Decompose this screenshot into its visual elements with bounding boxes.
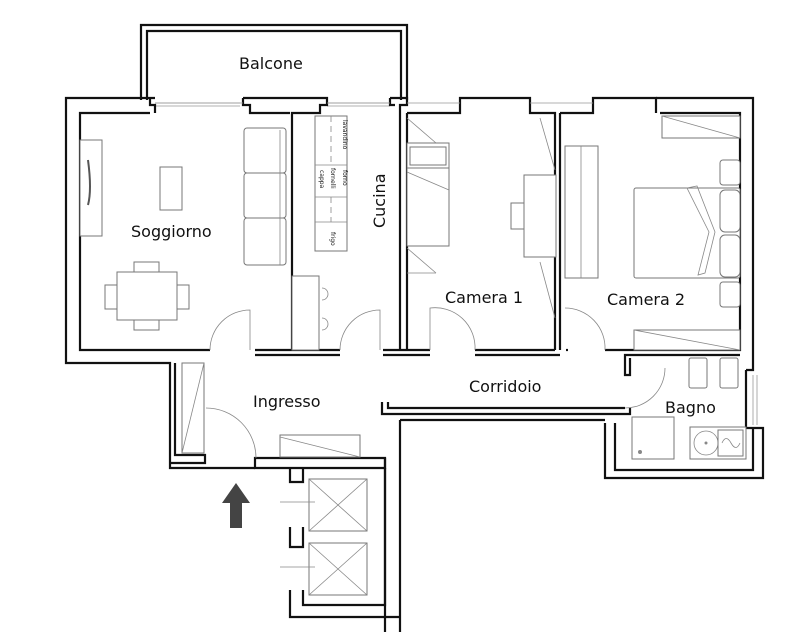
chair (176, 284, 190, 310)
room-label-ingresso: Ingresso (253, 392, 321, 411)
room-label-camera1: Camera 1 (445, 288, 523, 307)
camera1-furniture (406, 117, 557, 351)
tv-icon (87, 159, 91, 206)
soggiorno-furniture (79, 127, 287, 351)
room-label-cucina: Cucina (370, 174, 389, 229)
kitchen-furniture: lavandino cappa fornelli forno frigo (291, 115, 381, 351)
coffee-table (159, 166, 183, 211)
dining-table (116, 271, 178, 321)
chair (133, 261, 160, 273)
room-label-corridoio: Corridoio (469, 377, 541, 396)
tv-cabinet (79, 139, 103, 237)
counter (291, 275, 320, 351)
windows (155, 102, 758, 425)
label-fornelli: fornelli (329, 168, 336, 189)
wardrobe (564, 145, 599, 279)
bathroom-furniture (624, 357, 747, 460)
desk (523, 174, 557, 258)
sofa-seat (243, 217, 287, 266)
label-forno: forno (341, 170, 348, 186)
ingresso-furniture (181, 362, 361, 459)
elevators (280, 468, 400, 619)
label-cappa: cappa (318, 170, 325, 189)
room-label-balcone: Balcone (239, 54, 303, 73)
bidet (688, 357, 708, 389)
room-label-soggiorno: Soggiorno (131, 222, 212, 241)
chair (133, 319, 160, 331)
chair (510, 202, 525, 230)
chair (104, 284, 118, 310)
label-frigo: frigo (329, 232, 336, 246)
label-lavandino: lavandino (341, 120, 348, 150)
camera2-furniture (564, 115, 741, 351)
washing-machine (717, 429, 744, 457)
room-label-bagno: Bagno (665, 398, 716, 417)
room-label-camera2: Camera 2 (607, 290, 685, 309)
entrance-arrow-icon (222, 483, 250, 528)
toilet (719, 357, 739, 389)
